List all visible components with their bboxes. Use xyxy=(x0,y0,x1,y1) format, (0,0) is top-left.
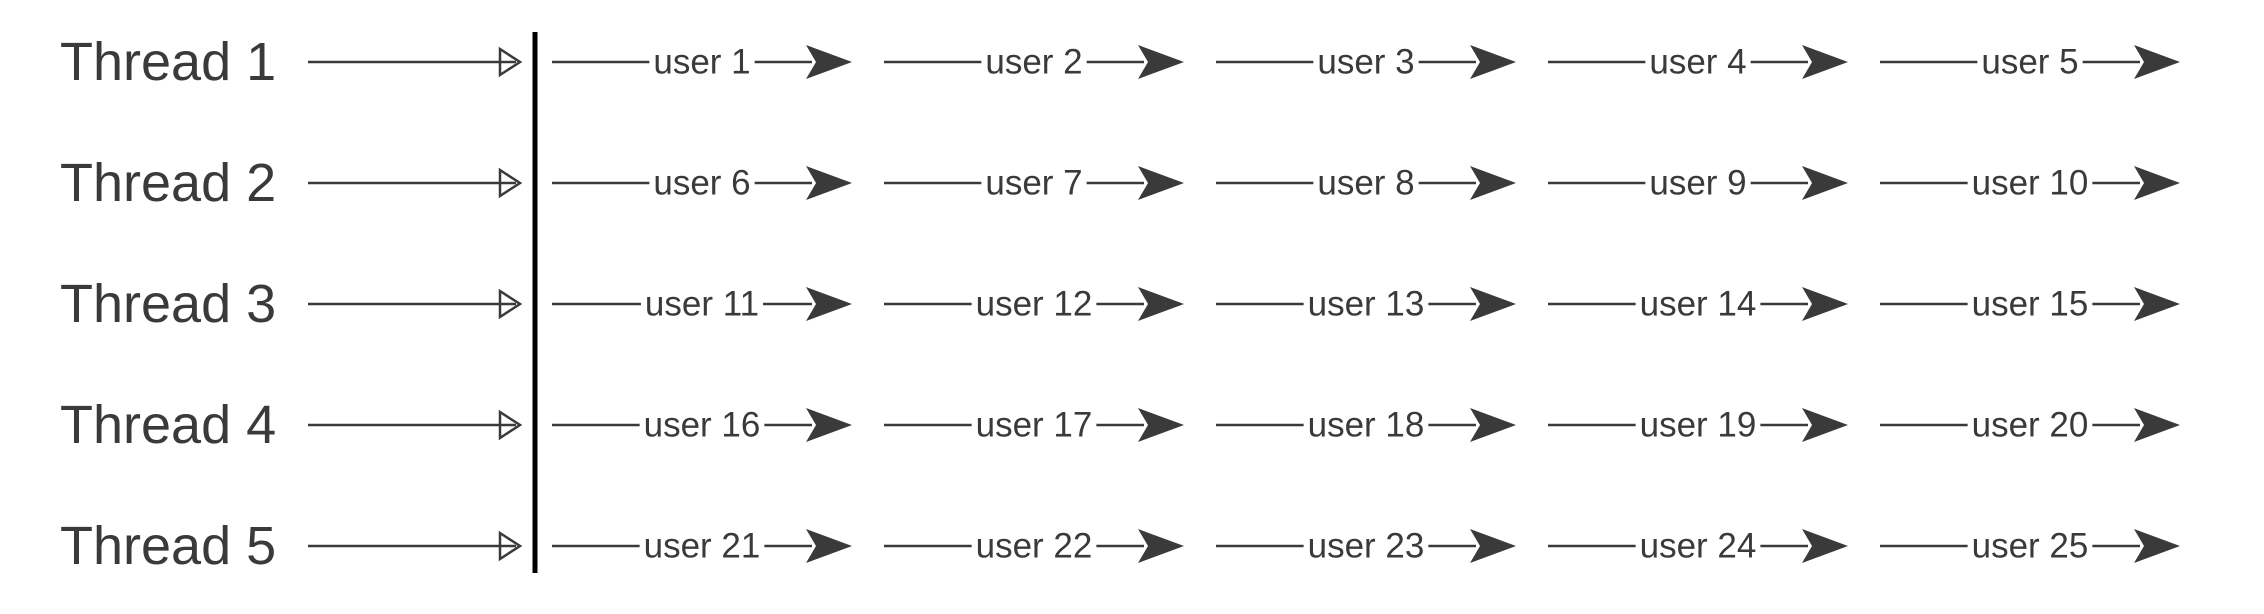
user-label: user 7 xyxy=(985,164,1082,203)
user-segment: user 1 xyxy=(552,43,852,82)
user-arrow-head xyxy=(2134,529,2180,563)
user-segment: user 18 xyxy=(1216,406,1516,445)
user-segment: user 11 xyxy=(552,285,852,324)
user-arrow-head xyxy=(806,287,852,321)
user-segment: user 16 xyxy=(552,406,852,445)
thread-label: Thread 5 xyxy=(60,516,276,576)
thread-label: Thread 2 xyxy=(60,153,276,213)
user-segment: user 9 xyxy=(1548,164,1848,203)
user-arrow-head xyxy=(2134,287,2180,321)
thread-arrow-head xyxy=(498,167,523,199)
thread-row: Thread 2 user 6 user 7 user 8 user 9 user 10 xyxy=(60,153,2180,213)
user-arrow-head xyxy=(1470,408,1516,442)
user-label: user 22 xyxy=(976,527,1093,566)
user-segment: user 12 xyxy=(884,285,1184,324)
user-label: user 20 xyxy=(1972,406,2089,445)
user-label: user 23 xyxy=(1308,527,1425,566)
user-segment: user 7 xyxy=(884,164,1184,203)
user-segment: user 15 xyxy=(1880,285,2180,324)
user-label: user 13 xyxy=(1308,285,1425,324)
user-segment: user 8 xyxy=(1216,164,1516,203)
user-label: user 25 xyxy=(1972,527,2089,566)
user-label: user 5 xyxy=(1981,43,2078,82)
thread-row: Thread 5 user 21 user 22 user 23 user 24 user… xyxy=(60,516,2180,576)
user-segment: user 22 xyxy=(884,527,1184,566)
user-segment: user 17 xyxy=(884,406,1184,445)
user-label: user 3 xyxy=(1317,43,1414,82)
user-segment: user 13 xyxy=(1216,285,1516,324)
user-arrow-head xyxy=(1802,45,1848,79)
user-segment: user 23 xyxy=(1216,527,1516,566)
user-label: user 8 xyxy=(1317,164,1414,203)
thread-row: Thread 3 user 11 user 12 user 13 user 14 user… xyxy=(60,274,2180,334)
user-arrow-head xyxy=(1802,166,1848,200)
thread-label: Thread 4 xyxy=(60,395,276,455)
user-arrow-head xyxy=(1470,287,1516,321)
user-arrow-head xyxy=(1138,166,1184,200)
user-label: user 21 xyxy=(644,527,761,566)
user-segment: user 10 xyxy=(1880,164,2180,203)
user-label: user 18 xyxy=(1308,406,1425,445)
user-label: user 12 xyxy=(976,285,1093,324)
user-label: user 10 xyxy=(1972,164,2089,203)
user-arrow-head xyxy=(806,45,852,79)
user-label: user 6 xyxy=(653,164,750,203)
user-segment: user 6 xyxy=(552,164,852,203)
user-arrow-head xyxy=(1138,45,1184,79)
user-label: user 2 xyxy=(985,43,1082,82)
user-segment: user 24 xyxy=(1548,527,1848,566)
thread-arrow-head xyxy=(498,530,523,562)
user-segment: user 14 xyxy=(1548,285,1848,324)
user-arrow-head xyxy=(2134,166,2180,200)
user-segment: user 25 xyxy=(1880,527,2180,566)
thread-arrow-head xyxy=(498,409,523,441)
user-arrow-head xyxy=(2134,45,2180,79)
user-label: user 1 xyxy=(653,43,750,82)
user-label: user 15 xyxy=(1972,285,2089,324)
user-label: user 11 xyxy=(645,285,759,324)
user-segment: user 4 xyxy=(1548,43,1848,82)
user-arrow-head xyxy=(1802,287,1848,321)
thread-label: Thread 3 xyxy=(60,274,276,334)
user-arrow-head xyxy=(2134,408,2180,442)
user-arrow-head xyxy=(1138,529,1184,563)
user-label: user 16 xyxy=(644,406,761,445)
user-segment: user 20 xyxy=(1880,406,2180,445)
user-label: user 17 xyxy=(976,406,1093,445)
user-arrow-head xyxy=(806,408,852,442)
user-segment: user 5 xyxy=(1880,43,2180,82)
user-arrow-head xyxy=(1138,408,1184,442)
user-segment: user 2 xyxy=(884,43,1184,82)
user-arrow-head xyxy=(1470,166,1516,200)
user-label: user 14 xyxy=(1640,285,1757,324)
thread-label: Thread 1 xyxy=(60,32,276,92)
user-arrow-head xyxy=(806,166,852,200)
user-arrow-head xyxy=(1470,45,1516,79)
user-label: user 24 xyxy=(1640,527,1757,566)
user-arrow-head xyxy=(806,529,852,563)
user-arrow-head xyxy=(1802,408,1848,442)
thread-row: Thread 4 user 16 user 17 user 18 user 19 user… xyxy=(60,395,2180,455)
user-segment: user 21 xyxy=(552,527,852,566)
user-segment: user 3 xyxy=(1216,43,1516,82)
thread-arrow-head xyxy=(498,288,523,320)
user-arrow-head xyxy=(1138,287,1184,321)
user-label: user 9 xyxy=(1649,164,1746,203)
user-arrow-head xyxy=(1802,529,1848,563)
user-label: user 19 xyxy=(1640,406,1757,445)
user-label: user 4 xyxy=(1649,43,1746,82)
user-arrow-head xyxy=(1470,529,1516,563)
thread-arrow-head xyxy=(498,46,523,78)
thread-row: Thread 1 user 1 user 2 user 3 user 4 user 5 xyxy=(60,32,2180,92)
user-segment: user 19 xyxy=(1548,406,1848,445)
